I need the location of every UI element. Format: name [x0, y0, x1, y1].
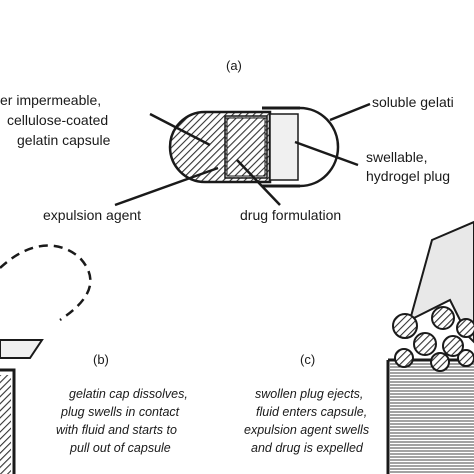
panel-b-caption-4: pull out of capsule	[69, 441, 171, 455]
panel-c-tag: (c)	[300, 352, 315, 367]
gelatin-cap	[268, 106, 340, 188]
panel-b-caption-3: with fluid and starts to	[56, 423, 177, 437]
capsule-c	[386, 220, 474, 474]
panel-c-caption-2: fluid enters capsule,	[256, 405, 367, 419]
bottom-right-label: drug formulation	[240, 207, 341, 223]
panel-b-caption-2: plug swells in contact	[60, 405, 180, 419]
panel-b-tag: (b)	[93, 352, 109, 367]
drug-particle	[413, 332, 437, 356]
bottom-left-label: expulsion agent	[43, 207, 141, 223]
left-label-line-1: er impermeable,	[0, 92, 101, 108]
right-mid-label-line-1: swellable,	[366, 149, 427, 165]
expulsion-agent-region	[226, 117, 266, 177]
dashed-trajectory	[0, 244, 92, 322]
capsule-assembled	[168, 106, 340, 188]
swelling-plug-b	[0, 339, 44, 359]
panel-c-caption-4: and drug is expelled	[251, 441, 364, 455]
drug-particle	[442, 335, 464, 357]
panel-c-caption-3: expulsion agent swells	[244, 423, 369, 437]
panel-a-tag: (a)	[226, 58, 242, 73]
right-top-label: soluble gelati	[372, 94, 454, 110]
drug-particle	[457, 349, 474, 367]
right-mid-label-line-2: hydrogel plug	[366, 168, 450, 184]
leader-lines-a	[114, 102, 371, 207]
drug-particle	[430, 352, 450, 372]
drug-particle	[431, 306, 455, 330]
capsule-body-b	[0, 368, 16, 474]
capsule-fluid-c	[390, 362, 474, 474]
hydrogel-plug	[269, 113, 299, 181]
left-label-line-3: gelatin capsule	[17, 132, 111, 148]
drug-particle	[392, 313, 418, 339]
left-label-line-2: cellulose-coated	[7, 112, 108, 128]
drug-particle	[456, 318, 474, 338]
capsule-b	[0, 244, 92, 474]
drug-particle	[394, 348, 414, 368]
panel-b-caption-1: gelatin cap dissolves,	[69, 387, 188, 401]
panel-c-caption-1: swollen plug ejects,	[255, 387, 363, 401]
